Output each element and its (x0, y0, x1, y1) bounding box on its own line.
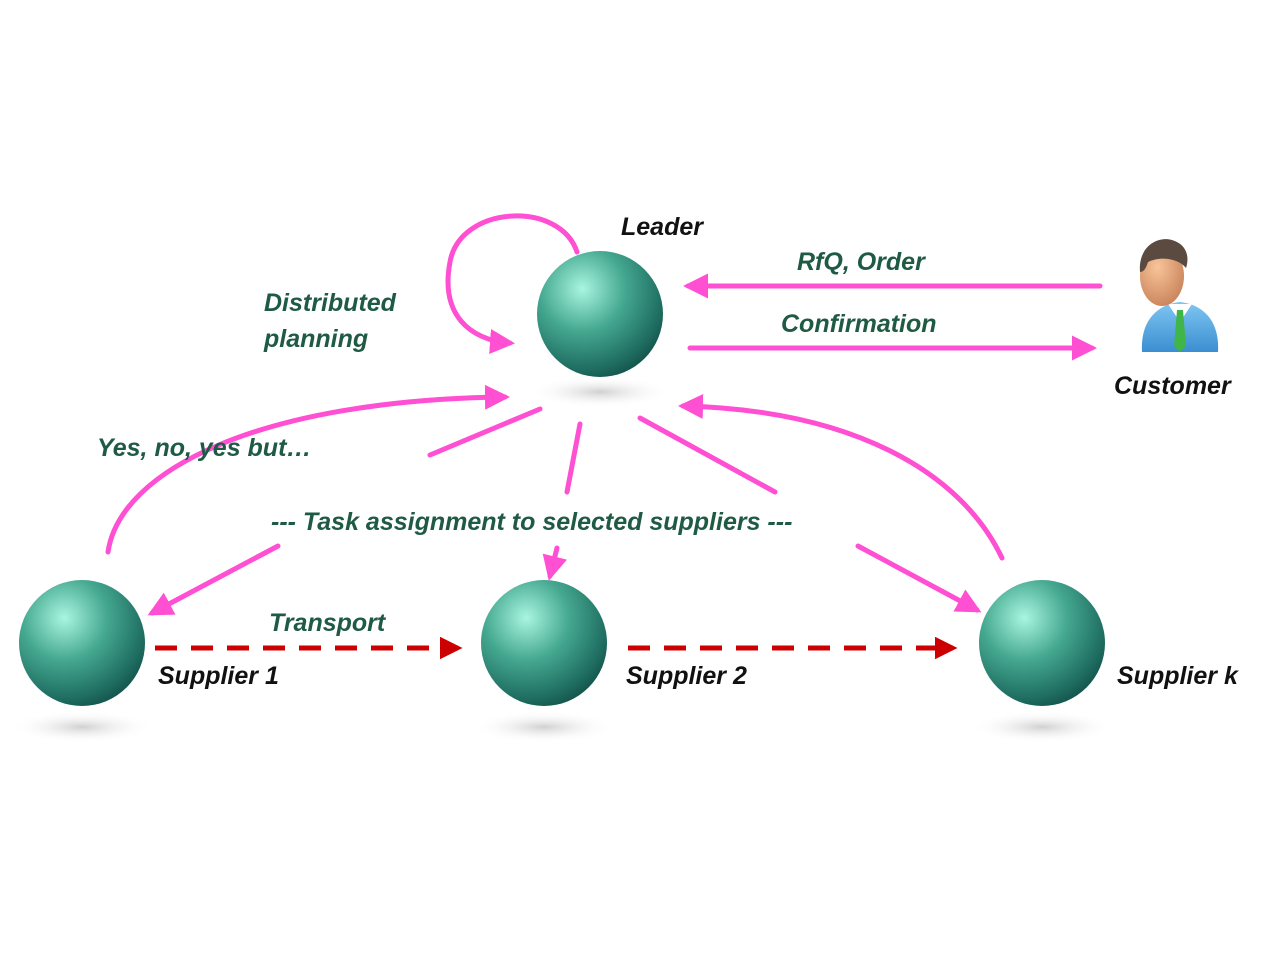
person-icon (1139, 239, 1219, 352)
customer-hair (1139, 239, 1188, 272)
self-loop-arrow (445, 213, 580, 354)
supplier-1-response-arrow (105, 384, 510, 555)
supplier-1-node (19, 580, 145, 706)
confirmation-label: Confirmation (781, 310, 937, 338)
supplier-k-label: Supplier k (1117, 662, 1239, 690)
assign-supplier-1-arrow-b (147, 543, 281, 616)
node-shadows (10, 376, 1114, 743)
supplier-k-node (979, 580, 1105, 706)
supplier-k-response-arrow (678, 393, 1005, 561)
assign-supplier-2-arrow-b (542, 545, 567, 581)
customer-tie (1174, 310, 1186, 352)
supplier-2-shadow (472, 711, 616, 743)
supplier-2-node (481, 580, 607, 706)
supplier-1-shadow (10, 711, 154, 743)
task-assignment-label: --- Task assignment to selected supplier… (271, 508, 792, 536)
customer-head (1140, 246, 1184, 306)
assign-supplier-1-arrow-a (427, 406, 543, 458)
assign-supplier-2-arrow-a (564, 421, 583, 495)
distributed-planning-label-line-1: Distributed (264, 289, 397, 317)
leader-node (537, 251, 663, 377)
leader-label: Leader (621, 213, 704, 241)
yes-no-label: Yes, no, yes but… (97, 434, 311, 462)
node-labels: Leader Customer Supplier 1 Supplier 2 Su… (158, 213, 1239, 690)
distributed-planning-label-line-2: planning (263, 325, 368, 353)
nodes (19, 251, 1105, 706)
supplier-2-label: Supplier 2 (626, 662, 747, 690)
flow-labels: RfQ, Order Confirmation Distributed plan… (97, 248, 937, 637)
supplier-1-label: Supplier 1 (158, 662, 279, 690)
assign-supplier-k-arrow-b (855, 543, 982, 613)
leader-shadow (528, 376, 672, 408)
assign-supplier-k-arrow-a (637, 415, 778, 495)
supplier-k-shadow (970, 711, 1114, 743)
rfq-order-label: RfQ, Order (797, 248, 926, 276)
transport-label: Transport (269, 609, 387, 637)
message-arrows (105, 213, 1103, 616)
customer-label: Customer (1114, 372, 1232, 400)
